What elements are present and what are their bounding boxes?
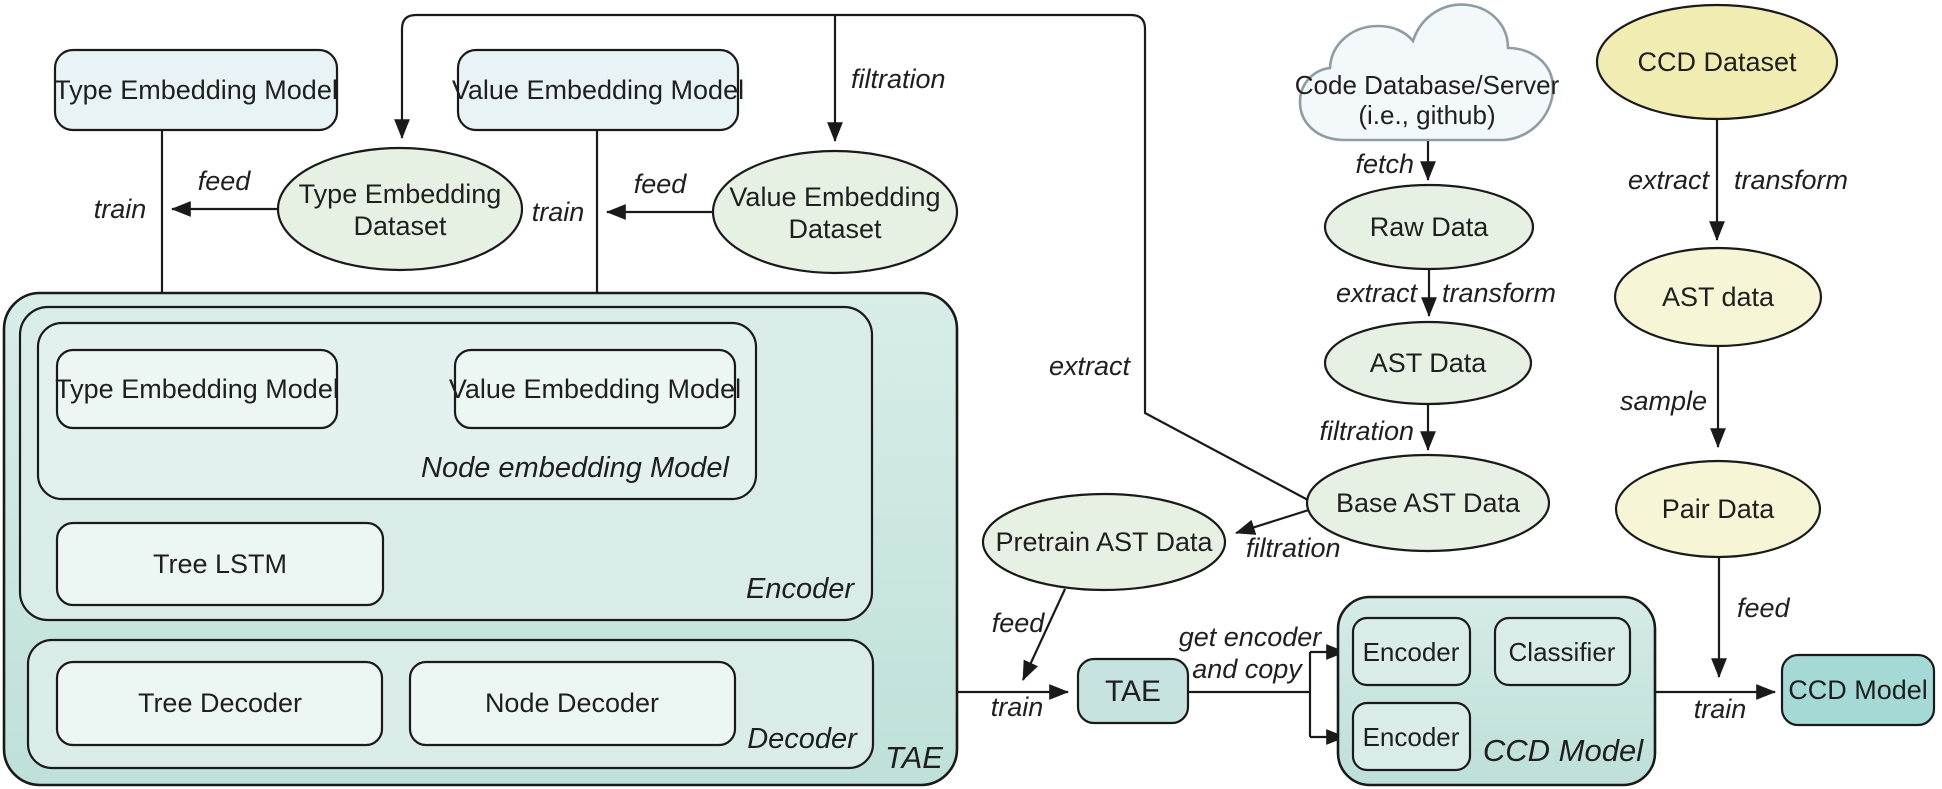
tree-lstm-label: Tree LSTM — [153, 549, 287, 579]
node-value-embedding-dataset: Value Embedding Dataset — [711, 149, 959, 275]
ccd-encoder-bottom-label: Encoder — [1363, 722, 1460, 752]
label-feed-type: feed — [198, 166, 252, 196]
decoder-label: Decoder — [747, 723, 858, 755]
container-ccd-model: Encoder Classifier Encoder CCD Model — [1336, 595, 1657, 787]
ccd-model-small-label: CCD Model — [1788, 675, 1928, 705]
container-tae: Type Embedding Model Value Embedding Mod… — [2, 291, 959, 787]
cloud-icon — [1298, 3, 1555, 142]
node-raw-data: Raw Data — [1323, 183, 1535, 271]
label-transform-right: transform — [1734, 165, 1848, 195]
label-filtration-pretrain: filtration — [1246, 533, 1341, 563]
node-type-embedding-model-inner — [55, 348, 339, 430]
edge-tae-to-bracket — [1188, 652, 1312, 737]
ast-data-mid-label: AST Data — [1370, 348, 1488, 378]
node-embedding-model-label: Node embedding Model — [421, 452, 730, 484]
type-embedding-dataset-line1: Type Embedding — [299, 179, 502, 209]
label-train-type: train — [94, 194, 147, 224]
label-filtration-mid: filtration — [1319, 416, 1414, 446]
node-value-embedding-model-inner — [453, 348, 737, 430]
ccd-classifier-label: Classifier — [1509, 637, 1616, 667]
node-tae-small: TAE — [1076, 657, 1190, 725]
edge-filtration-to-pretrain — [1235, 507, 1313, 535]
ast-data-right-label: AST data — [1662, 282, 1775, 312]
base-ast-data-label: Base AST Data — [1336, 488, 1521, 518]
type-embedding-model-inner-label: Type Embedding Model — [55, 374, 339, 404]
type-embedding-dataset-line2: Dataset — [353, 211, 447, 241]
label-extract-right: extract — [1628, 165, 1711, 195]
node-type-embedding-model-top: Type Embedding Model — [53, 48, 339, 132]
label-feed-pair: feed — [1737, 593, 1791, 623]
node-ccd-dataset: CCD Dataset — [1595, 3, 1839, 121]
node-ccd-encoder-top — [1351, 616, 1472, 687]
node-ccd-encoder-bottom — [1351, 701, 1472, 772]
node-value-embedding-model-top: Value Embedding Model — [452, 48, 744, 132]
encoder-label: Encoder — [746, 573, 855, 605]
node-type-embedding-dataset: Type Embedding Dataset — [276, 146, 524, 272]
tree-decoder-label: Tree Decoder — [138, 688, 302, 718]
edges-layer — [154, 13, 1776, 745]
node-ast-data-right: AST data — [1613, 246, 1823, 348]
label-extract-left: extract — [1049, 351, 1132, 381]
label-train-ccd: train — [1694, 694, 1747, 724]
label-extract-mid: extract — [1336, 278, 1419, 308]
node-ccd-model-small: CCD Model — [1780, 653, 1936, 727]
edge-feed-pretrain — [1022, 588, 1066, 681]
label-get-encoder-line1: get encoder — [1179, 622, 1323, 652]
node-node-decoder — [408, 660, 737, 747]
value-embedding-dataset-line2: Dataset — [788, 214, 882, 244]
label-fetch: fetch — [1355, 149, 1414, 179]
label-feed-pretrain: feed — [992, 608, 1046, 638]
node-tree-lstm — [55, 521, 385, 607]
node-base-ast-data: Base AST Data — [1305, 453, 1551, 553]
node-code-database-cloud: Code Database/Server (i.e., github) — [1295, 3, 1560, 142]
tae-small-label: TAE — [1105, 675, 1161, 708]
label-train-value: train — [532, 197, 585, 227]
ccd-dataset-label: CCD Dataset — [1637, 47, 1797, 77]
value-embedding-dataset-line1: Value Embedding — [729, 182, 940, 212]
cloud-line1: Code Database/Server — [1295, 70, 1560, 100]
type-embedding-model-top-label: Type Embedding Model — [54, 75, 338, 105]
edge-extract-base-ast-to-type-dataset — [394, 13, 1309, 501]
node-pretrain-ast-data: Pretrain AST Data — [981, 492, 1227, 592]
label-get-encoder-line2: and copy — [1192, 654, 1303, 684]
label-transform-mid: transform — [1442, 278, 1556, 308]
label-sample: sample — [1620, 386, 1707, 416]
tae-label: TAE — [885, 740, 943, 775]
node-ccd-classifier — [1493, 616, 1632, 687]
ccd-encoder-top-label: Encoder — [1363, 637, 1460, 667]
value-embedding-model-top-label: Value Embedding Model — [452, 75, 744, 105]
label-filtration-top: filtration — [851, 64, 946, 94]
node-decoder-label: Node Decoder — [485, 688, 659, 718]
node-ast-data-mid: AST Data — [1323, 320, 1533, 406]
pair-data-label: Pair Data — [1662, 494, 1776, 524]
node-pair-data: Pair Data — [1614, 459, 1822, 559]
raw-data-label: Raw Data — [1370, 212, 1490, 242]
node-tree-decoder — [55, 660, 384, 747]
cloud-line2: (i.e., github) — [1358, 100, 1495, 130]
ccd-model-container-label: CCD Model — [1483, 733, 1644, 768]
value-embedding-model-inner-label: Value Embedding Model — [449, 374, 741, 404]
edge-labels-layer: train feed train feed filtration extract… — [94, 64, 1848, 724]
label-feed-value: feed — [634, 169, 688, 199]
pretrain-ast-data-label: Pretrain AST Data — [995, 527, 1213, 557]
label-train-tae: train — [991, 692, 1044, 722]
